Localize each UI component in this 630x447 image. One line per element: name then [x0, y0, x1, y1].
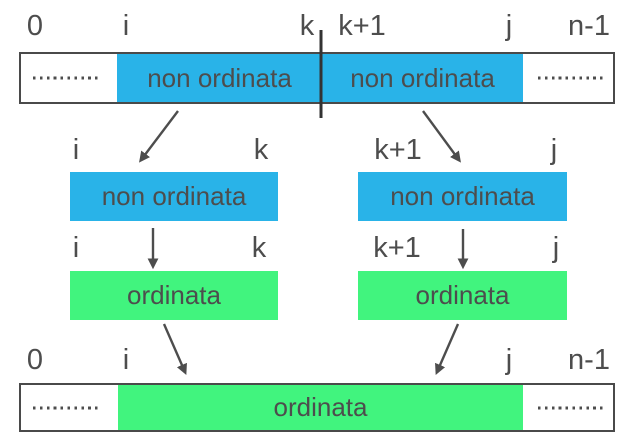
- top-unsorted-left-segment: non ordinata: [117, 54, 322, 102]
- ellipsis-dots-top-right: [538, 76, 606, 80]
- top-index-label-k1: k+1: [338, 10, 386, 42]
- ellipsis-dots-top-left: [33, 76, 101, 80]
- right-unsorted-bar: non ordinata: [358, 172, 567, 221]
- bottom-index-label-0: 0: [26, 344, 44, 376]
- ellipsis-dots-bottom-left: [33, 406, 101, 409]
- right-unsorted-start-label: k+1: [374, 134, 422, 166]
- top-index-label-j: j: [505, 10, 513, 42]
- left-unsorted-start-label: i: [72, 134, 80, 166]
- right-sorted-end-label: j: [552, 232, 560, 264]
- bottom-index-label-n1: n-1: [568, 344, 610, 376]
- top-index-label-0: 0: [26, 10, 44, 42]
- left-unsorted-bar: non ordinata: [70, 172, 278, 221]
- split-arrow-right: [422, 110, 461, 163]
- bottom-sorted-segment: ordinata: [118, 385, 523, 430]
- merge-arrow-right: [435, 323, 460, 376]
- left-unsorted-end-label: k: [253, 134, 269, 166]
- right-sorted-bar: ordinata: [358, 271, 567, 320]
- bottom-index-label-i: i: [122, 344, 130, 376]
- right-unsorted-end-label: j: [550, 134, 558, 166]
- left-sorted-bar: ordinata: [70, 271, 278, 320]
- top-index-label-k: k: [299, 10, 315, 42]
- top-unsorted-right-segment: non ordinata: [322, 54, 523, 102]
- merge-arrow-left: [162, 323, 187, 376]
- top-index-label-i: i: [122, 10, 130, 42]
- bottom-index-label-j: j: [505, 344, 513, 376]
- bottom-array-bar: ordinata: [19, 383, 615, 432]
- split-arrow-left: [139, 110, 179, 163]
- top-array-bar: non ordinata non ordinata: [19, 52, 615, 104]
- right-sorted-start-label: k+1: [373, 232, 421, 264]
- left-sorted-start-label: i: [72, 232, 80, 264]
- ellipsis-dots-bottom-right: [538, 406, 606, 409]
- left-sorted-end-label: k: [251, 232, 267, 264]
- top-index-label-n1: n-1: [568, 10, 610, 42]
